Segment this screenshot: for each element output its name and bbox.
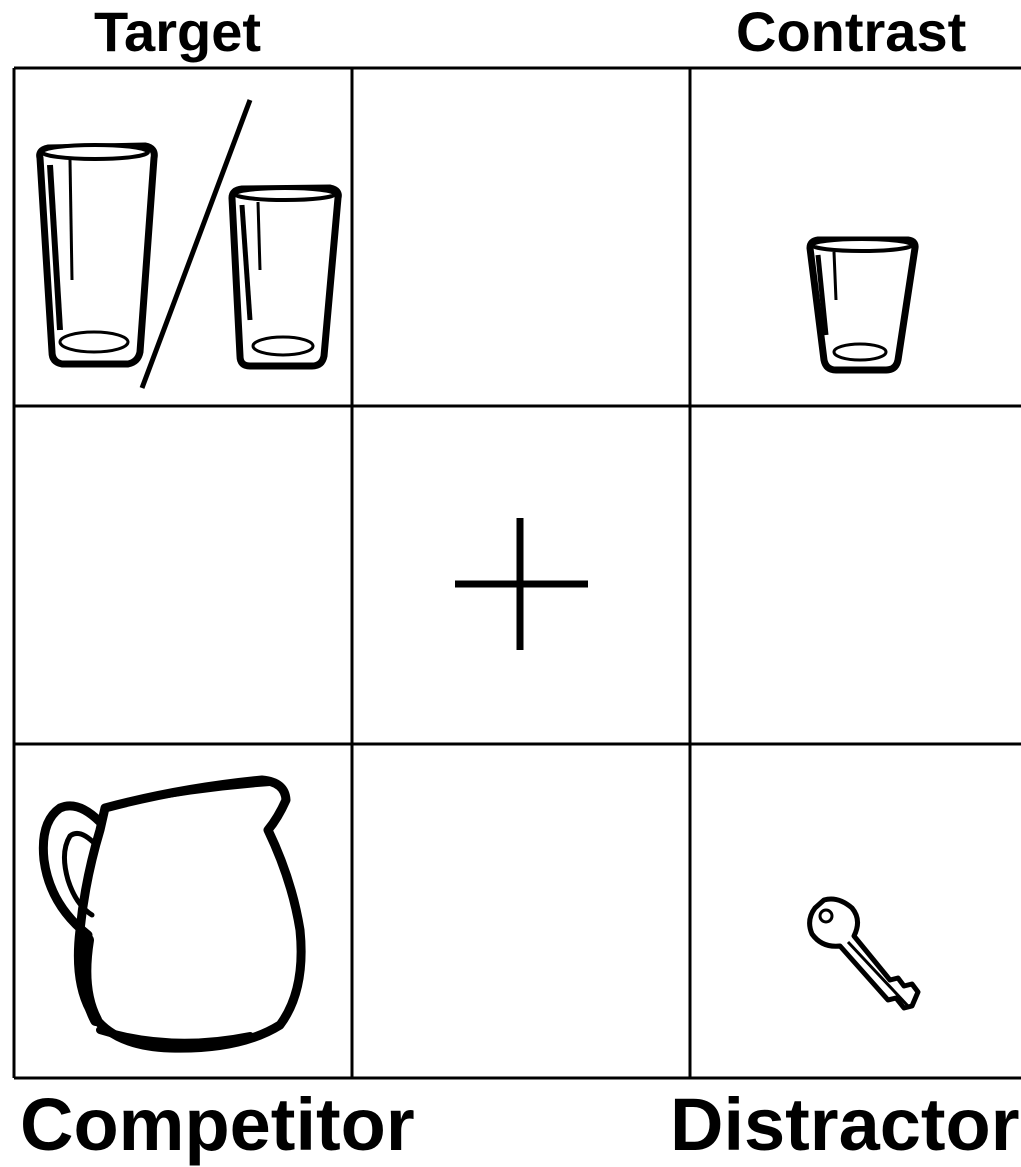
distractor-label: Distractor (670, 1088, 1020, 1162)
competitor-label: Competitor (20, 1088, 415, 1162)
small-glass-icon (810, 239, 915, 370)
key-icon (810, 899, 918, 1008)
tall-glass-and-short-glass-icon (40, 100, 339, 388)
fixation-cross-icon (455, 518, 588, 650)
pitcher-icon (43, 780, 301, 1048)
tall-glass-icon (40, 145, 155, 364)
short-glass-icon (232, 188, 338, 366)
